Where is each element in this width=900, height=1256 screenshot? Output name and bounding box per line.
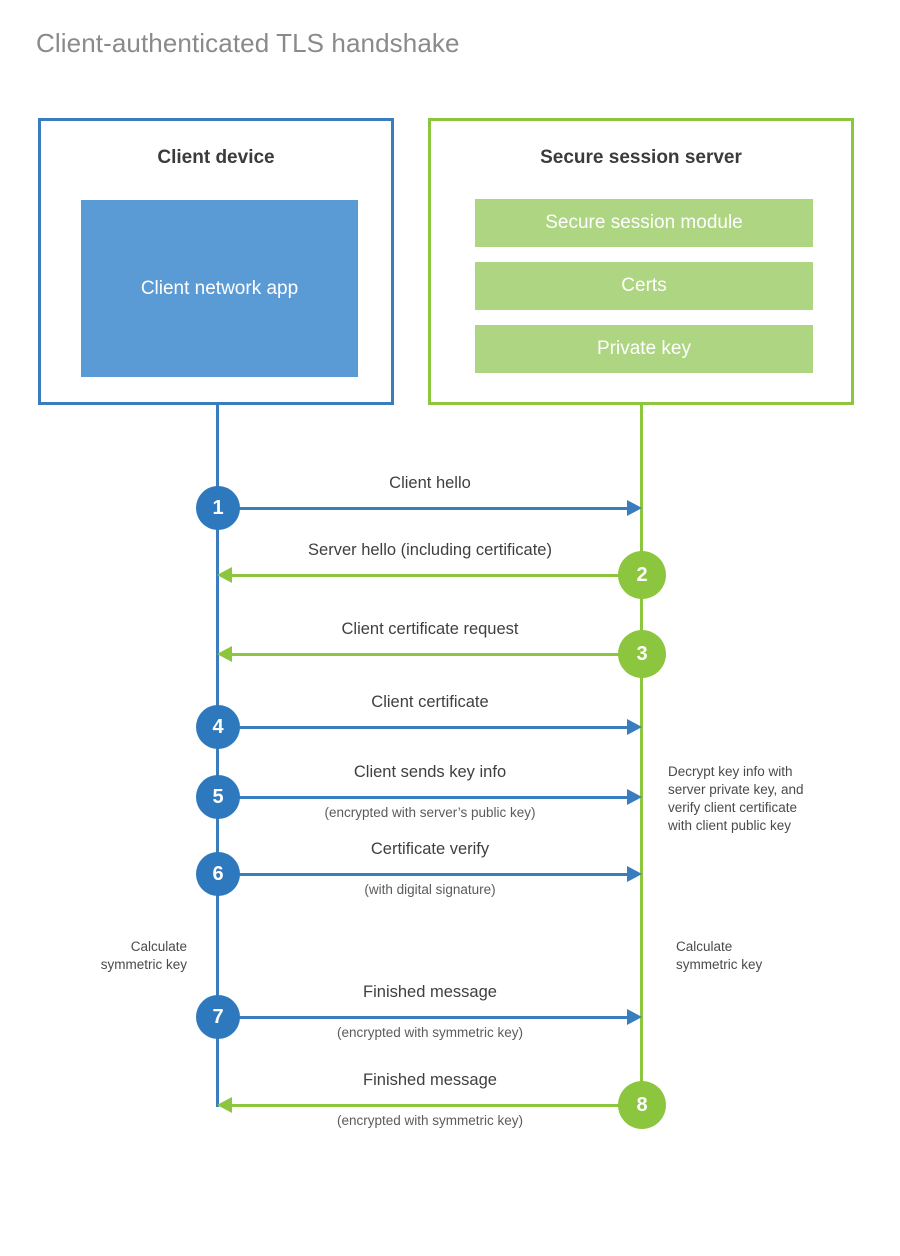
step-number-7[interactable]: 7 [196,995,240,1039]
arrow-head-right-icon [627,789,642,805]
arrow-shaft [232,574,642,577]
annotation-line: with client public key [668,817,792,833]
annotation-line: Decrypt key info with [668,764,793,779]
server-block-secure-session-module: Secure session module [475,199,813,247]
step-label: Server hello (including certificate) [308,541,552,559]
arrow-shaft [218,873,628,876]
step-label: Finished message [363,1071,497,1089]
annotation-line: symmetric key [100,956,187,972]
step-label: Client sends key info [353,763,507,781]
step-number-4[interactable]: 4 [196,705,240,749]
arrow-shaft [218,796,628,799]
arrow-head-left-icon [217,646,232,662]
secure-session-server-title: Secure session server [540,147,742,168]
step-number-2[interactable]: 2 [618,551,666,599]
arrow-head-right-icon [627,1009,642,1025]
server-lifeline [640,405,643,1105]
step-sublabel: (with digital signature) [364,882,496,897]
annotation-server-decrypt: Decrypt key info with server private key… [668,763,804,835]
server-block-certs: Certs [475,262,813,310]
client-lifeline [216,405,219,1107]
arrow-head-right-icon [627,719,642,735]
step-label: Client certificate [371,693,489,711]
step-number-6[interactable]: 6 [196,852,240,896]
step-label: Finished message [363,983,497,1001]
arrow-shaft [218,1016,628,1019]
arrow-shaft [232,653,642,656]
page-title: Client-authenticated TLS handshake [36,28,460,58]
step-number-8[interactable]: 8 [618,1081,666,1129]
arrow-head-left-icon [217,1097,232,1113]
client-device-box: Client device Client network app [38,118,394,405]
annotation-line: Calculate [676,939,733,954]
arrow-shaft [218,726,628,729]
step-label: Client certificate request [341,620,519,638]
annotation-line: symmetric key [676,956,763,972]
step-number-5[interactable]: 5 [196,775,240,819]
client-device-title: Client device [157,147,275,168]
arrow-shaft [232,1104,642,1107]
annotation-client-calculate-symmetric-key: Calculate symmetric key [0,938,187,974]
server-block-private-key: Private key [475,325,813,373]
client-network-app-block: Client network app [81,200,358,377]
step-label: Client hello [389,474,471,492]
annotation-server-calculate-symmetric-key: Calculate symmetric key [676,938,762,974]
arrow-shaft [218,507,628,510]
arrow-head-right-icon [627,866,642,882]
arrow-head-right-icon [627,500,642,516]
step-label: Certificate verify [370,840,490,858]
step-number-1[interactable]: 1 [196,486,240,530]
step-sublabel: (encrypted with server’s public key) [324,805,536,820]
step-number-3[interactable]: 3 [618,630,666,678]
arrow-head-left-icon [217,567,232,583]
step-sublabel: (encrypted with symmetric key) [336,1113,524,1128]
annotation-line: Calculate [130,939,187,954]
annotation-line: server private key, and [668,781,804,797]
secure-session-server-box: Secure session server Secure session mod… [428,118,854,405]
annotation-line: verify client certificate [668,799,798,815]
step-sublabel: (encrypted with symmetric key) [336,1025,524,1040]
